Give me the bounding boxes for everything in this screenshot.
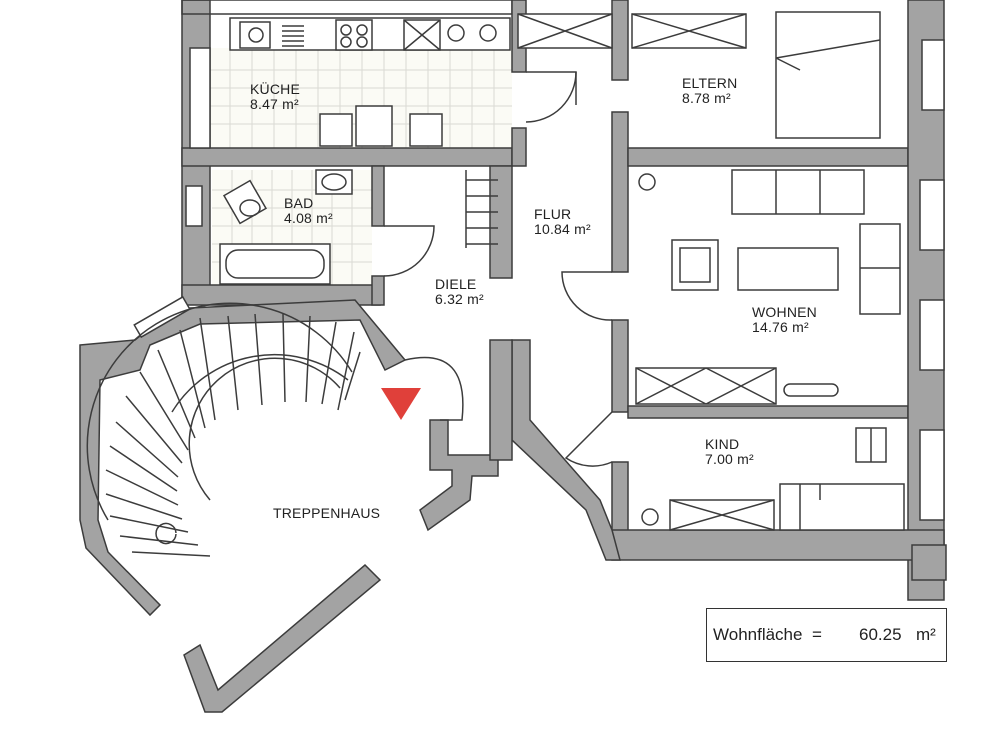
entrance-marker-icon [381,388,421,420]
room-label-flur: FLUR 10.84 m² [534,207,591,237]
bath-furniture [219,169,353,285]
room-area: 10.84 m² [534,221,591,237]
room-label-kind: KIND 7.00 m² [705,437,754,467]
room-label-bad: BAD 4.08 m² [284,196,333,226]
room-area: 8.47 m² [250,96,299,112]
kind-furniture [641,427,905,531]
room-name: FLUR [534,206,572,222]
kitchen-furniture [229,17,511,147]
room-name: KÜCHE [250,81,301,97]
room-label-eltern: ELTERN 8.78 m² [682,76,737,106]
spiral-staircase [86,302,361,557]
room-name: DIELE [435,276,477,292]
room-name: BAD [284,195,314,211]
windows [133,39,945,521]
living-area-summary: Wohnfläche = 60.25 m² [706,608,947,662]
room-label-wohnen: WOHNEN 14.76 m² [752,305,817,335]
room-area: 6.32 m² [435,291,484,307]
flur-shelf [465,170,498,248]
wohnen-furniture [635,169,901,405]
eltern-furniture [517,11,881,191]
walls [79,0,947,713]
living-area-unit: m² [916,625,936,644]
room-label-treppenhaus: TREPPENHAUS [273,506,380,521]
equals-sign: = [812,625,822,644]
room-area: 14.76 m² [752,319,809,335]
room-name: TREPPENHAUS [273,505,381,521]
room-label-diele: DIELE 6.32 m² [435,277,484,307]
living-area-label: Wohnfläche [713,625,803,644]
living-area-value: 60.25 [859,625,902,644]
room-label-kueche: KÜCHE 8.47 m² [250,82,300,112]
room-name: WOHNEN [752,304,817,320]
room-area: 4.08 m² [284,210,333,226]
room-name: ELTERN [682,75,738,91]
doors [383,71,613,467]
room-area: 7.00 m² [705,451,754,467]
room-area: 8.78 m² [682,90,731,106]
room-name: KIND [705,436,740,452]
